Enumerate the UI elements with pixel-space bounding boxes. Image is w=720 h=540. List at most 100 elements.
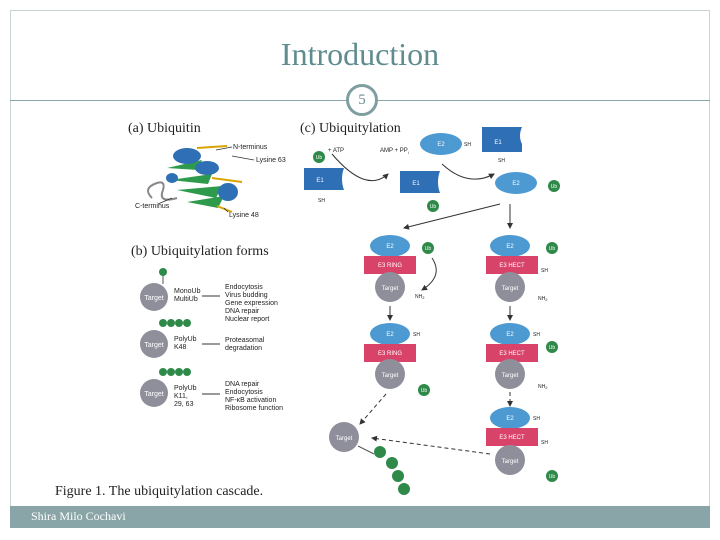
footer-author: Shira Milo Cochavi	[31, 509, 126, 523]
ub-bead	[159, 368, 167, 376]
target-protein	[375, 272, 405, 302]
e1-enzyme	[304, 168, 344, 190]
arrow	[359, 393, 387, 425]
row1-fn-4: Nuclear report	[225, 316, 269, 323]
row3-fn-3: Ribosome function	[225, 405, 283, 412]
panel-b-forms-diagram: Target MonoUb MultiUb Endocytosis Virus …	[140, 268, 283, 412]
ub-bead	[546, 470, 558, 482]
lysine-side-chain	[211, 177, 243, 183]
e3-hect-ligase	[486, 256, 538, 274]
e1-enzyme	[482, 127, 522, 152]
target-label: Target	[502, 286, 519, 292]
e2-enzyme	[370, 235, 410, 257]
lysine-side-chain	[196, 145, 228, 149]
row3-type: PolyUb	[174, 385, 197, 392]
row2-type: PolyUb	[174, 336, 197, 343]
ub-link	[357, 445, 375, 455]
target-label: Target	[382, 373, 399, 379]
e2-label: E2	[506, 416, 514, 422]
e2-enzyme	[490, 407, 530, 429]
row3-type3: 29, 63	[174, 401, 194, 408]
row1-type2: MultiUb	[174, 296, 198, 303]
e1-label: E1	[494, 140, 502, 146]
ub-bead	[175, 368, 183, 376]
row1-type: MonoUb	[174, 288, 201, 295]
e2-enzyme	[370, 323, 410, 345]
e2-enzyme	[495, 172, 537, 194]
ub-bead	[167, 368, 175, 376]
target-protein	[140, 283, 168, 311]
arrow	[331, 153, 389, 182]
sh-label: SH	[541, 440, 548, 446]
sh-label: SH	[533, 416, 540, 422]
ub-bead	[175, 319, 183, 327]
ub-bead	[418, 384, 430, 396]
beta-strand	[177, 186, 222, 198]
row1-fn-1: Virus budding	[225, 292, 268, 299]
amp-label: AMP + PPi	[380, 148, 409, 155]
sh-label: SH	[464, 142, 471, 148]
leader-line	[231, 155, 255, 161]
ub-bead	[548, 180, 560, 192]
target-protein	[140, 330, 168, 358]
target-label: Target	[336, 436, 353, 442]
ub-label: Ub	[551, 184, 558, 190]
row1-fn-3: DNA repair	[225, 308, 260, 315]
beta-strand	[170, 174, 212, 184]
nh2-label: NH2	[538, 384, 548, 390]
figure-caption: Figure 1. The ubiquitylation cascade.	[55, 484, 264, 499]
e3-hect-ligase	[486, 344, 538, 362]
e2-enzyme	[490, 235, 530, 257]
ub-bead	[386, 457, 398, 469]
e3hect-label: E3 HECT	[499, 435, 525, 441]
ub-bead	[398, 483, 410, 495]
arrow	[403, 203, 501, 230]
target-label: Target	[382, 286, 399, 292]
ub-label: Ub	[549, 345, 556, 351]
e2-label: E2	[386, 332, 394, 338]
e2-label: E2	[506, 332, 514, 338]
ub-label: Ub	[421, 388, 428, 394]
lysine48-label: Lysine 48	[229, 212, 259, 219]
nh2-label: NH2	[415, 294, 425, 300]
slide-title: Introduction	[280, 36, 440, 72]
n-terminus-label: N-terminus	[233, 144, 268, 151]
ub-bead	[159, 319, 167, 327]
target-protein	[495, 272, 525, 302]
row3-fn-0: DNA repair	[225, 381, 260, 388]
nh2-label: NH2	[538, 296, 548, 302]
row1-fn-0: Endocytosis	[225, 284, 263, 291]
row2-fn-0: Proteasomal	[225, 337, 265, 344]
arrow	[421, 257, 437, 291]
target-label: Target	[502, 459, 519, 465]
sh-label: SH	[541, 268, 548, 274]
ub-bead	[374, 446, 386, 458]
leader-line	[157, 197, 173, 205]
coil-strand	[147, 181, 178, 201]
footer-bar: Shira Milo Cochavi	[10, 506, 710, 528]
target-protein	[495, 359, 525, 389]
e3-ring-ligase	[364, 256, 416, 274]
e1-label: E1	[412, 181, 420, 187]
row2-type2: K48	[174, 344, 187, 351]
sh-label: SH	[413, 332, 420, 338]
sh-label: SH	[318, 198, 325, 204]
e1-label: E1	[316, 178, 324, 184]
arrow	[441, 163, 495, 180]
e3hect-label: E3 HECT	[499, 351, 525, 357]
sh-label: SH	[533, 332, 540, 338]
sh-label: SH	[498, 158, 505, 164]
lysine63-label: Lysine 63	[256, 157, 286, 164]
target-label: Target	[144, 295, 164, 302]
c-terminus-label: C-terminus	[135, 203, 170, 210]
row3-fn-1: Endocytosis	[225, 389, 263, 396]
e2-enzyme	[490, 323, 530, 345]
panel-a-ubiquitin-structure: N-terminus Lysine 63 C-terminus Lysine 4…	[135, 144, 286, 219]
ub-bead	[183, 319, 191, 327]
target-protein	[329, 422, 359, 452]
ub-label: Ub	[430, 204, 437, 210]
e3-ring-ligase	[364, 344, 416, 362]
e2-label: E2	[437, 142, 445, 148]
ub-bead	[159, 268, 167, 276]
row3-type2: K11,	[174, 393, 188, 400]
